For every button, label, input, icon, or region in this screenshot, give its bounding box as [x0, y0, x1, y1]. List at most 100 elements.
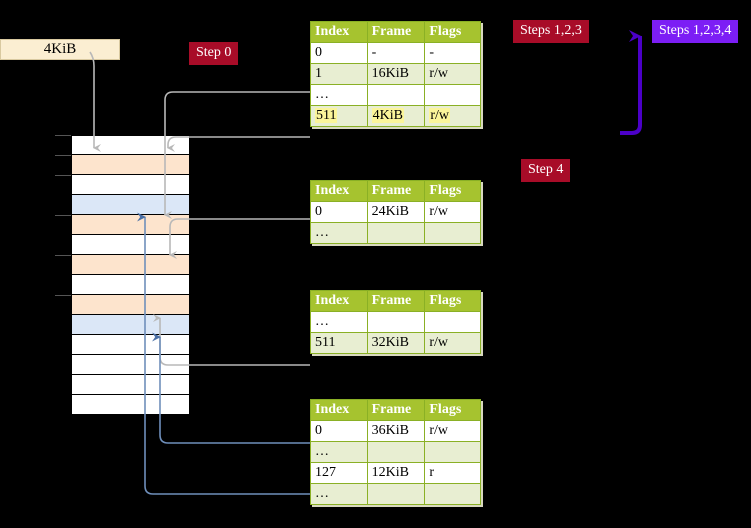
table-cell: [366, 84, 426, 106]
column-header: Flags: [424, 290, 481, 312]
table-cell: 12KiB: [366, 462, 426, 484]
table-cell: 16KiB: [366, 63, 426, 85]
table-cell: [366, 441, 426, 463]
memory-frame-row: [71, 295, 190, 315]
table-cell: 0: [310, 42, 368, 64]
memory-frame-row: [71, 155, 190, 175]
highlighted-value: 511: [315, 108, 338, 123]
column-header: Frame: [366, 180, 426, 202]
memory-tick-mark: [55, 135, 71, 136]
memory-frame-row: [71, 195, 190, 215]
table-cell: …: [310, 84, 368, 106]
memory-tick-mark: [55, 155, 71, 156]
memory-frame-row: [71, 175, 190, 195]
memory-frame-row: [71, 215, 190, 235]
table-cell: r: [424, 462, 481, 484]
frame-size-label: 4KiB: [43, 41, 77, 57]
column-header: Index: [310, 21, 368, 43]
step4-label: Step 4: [528, 162, 564, 177]
step0-badge: Step 0: [189, 42, 239, 65]
table-row[interactable]: …: [310, 84, 481, 106]
table-cell: 24KiB: [366, 201, 426, 223]
arrow-4kib-to-memory: [89, 51, 101, 152]
column-header: Frame: [366, 21, 426, 43]
table-row[interactable]: 0--: [310, 42, 481, 64]
physical-memory-column: [55, 135, 190, 415]
memory-frame-row: [71, 375, 190, 395]
table-cell: [424, 84, 481, 106]
memory-tick-mark: [55, 255, 71, 256]
memory-frame-row: [71, 395, 190, 415]
arrow-pdp-to-memory: [169, 218, 310, 259]
column-header: Flags: [424, 21, 481, 43]
table-cell: r/w: [424, 105, 481, 127]
table-cell: r/w: [424, 332, 481, 354]
column-header: Frame: [366, 399, 426, 421]
memory-frame-row: [71, 235, 190, 255]
column-header: Index: [310, 180, 368, 202]
table-cell: r/w: [424, 63, 481, 85]
table-row[interactable]: …: [310, 222, 481, 244]
table-cell: r/w: [424, 420, 481, 442]
memory-frame-row: [71, 355, 190, 375]
table-cell: 127: [310, 462, 368, 484]
memory-frame-row: [71, 135, 190, 155]
table-cell: 36KiB: [366, 420, 426, 442]
table-cell: …: [310, 311, 368, 333]
steps1234-badge: Steps 1,2,3,4: [652, 20, 739, 43]
memory-tick-mark: [55, 175, 71, 176]
table-cell: -: [366, 42, 426, 64]
frame-size-box: 4KiB: [0, 39, 120, 60]
table-row[interactable]: …: [310, 441, 481, 463]
table-cell: 0: [310, 420, 368, 442]
steps-loop-bracket: [620, 30, 642, 135]
memory-tick-mark: [55, 215, 71, 216]
column-header: Flags: [424, 180, 481, 202]
table-cell: -: [424, 42, 481, 64]
column-header: Frame: [366, 290, 426, 312]
table-cell: [366, 483, 426, 505]
table-row[interactable]: …: [310, 311, 481, 333]
steps123-badge: Steps 1,2,3: [513, 20, 589, 43]
table-cell: 511: [310, 332, 368, 354]
table-cell: [424, 441, 481, 463]
table-cell: 1: [310, 63, 368, 85]
steps123-label: Steps 1,2,3: [520, 23, 582, 38]
highlighted-value: r/w: [429, 108, 451, 123]
table-cell: [424, 222, 481, 244]
column-header: Flags: [424, 399, 481, 421]
steps1234-label: Steps 1,2,3,4: [659, 23, 732, 38]
table-cell: 0: [310, 201, 368, 223]
memory-frame-row: [71, 335, 190, 355]
column-header: Index: [310, 290, 368, 312]
memory-frame-row: [71, 275, 190, 295]
highlighted-value: 4KiB: [371, 108, 404, 123]
table-cell: …: [310, 483, 368, 505]
column-header: Index: [310, 399, 368, 421]
memory-frame-row: [71, 315, 190, 335]
table-cell: 511: [310, 105, 368, 127]
step4-badge: Step 4: [521, 159, 571, 182]
table-cell: r/w: [424, 201, 481, 223]
table-cell: [366, 311, 426, 333]
table-cell: 32KiB: [366, 332, 426, 354]
table-cell: [424, 311, 481, 333]
table-cell: …: [310, 222, 368, 244]
table-cell: [424, 483, 481, 505]
table-cell: 4KiB: [366, 105, 426, 127]
table-row[interactable]: 511 4KiB r/w: [310, 105, 481, 127]
table-row[interactable]: …: [310, 483, 481, 505]
